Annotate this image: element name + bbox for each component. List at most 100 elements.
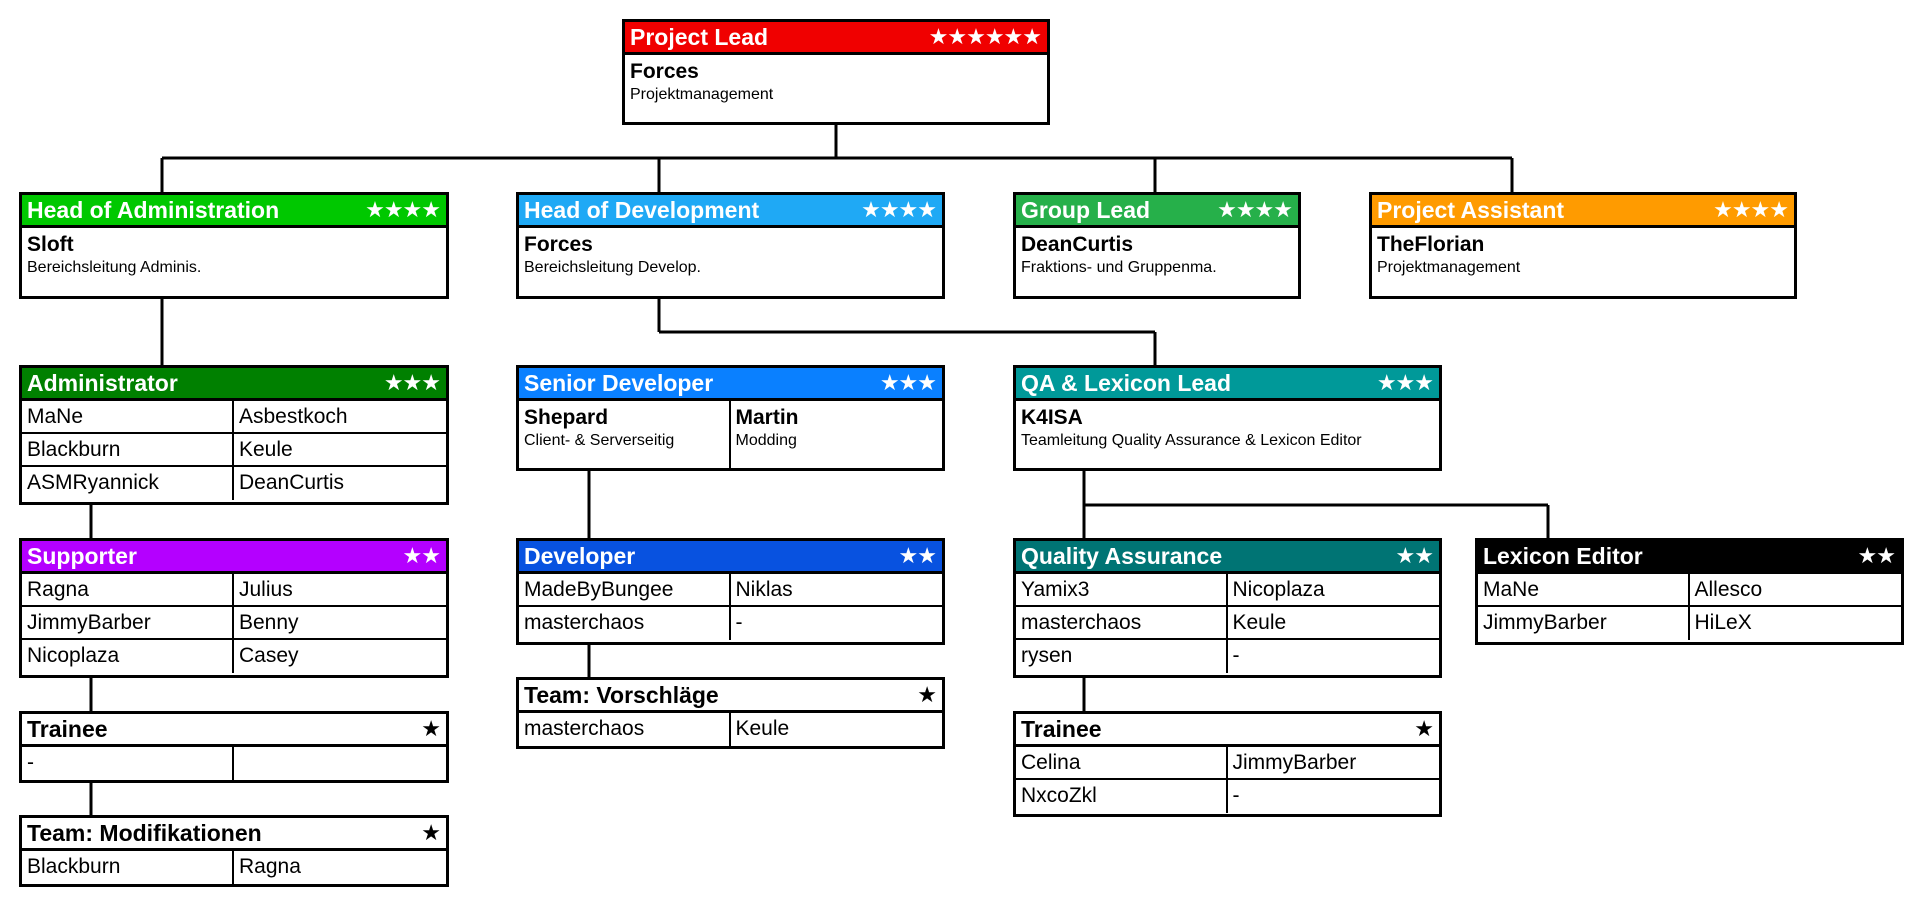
trainee-admin-box: Trainee ★ -	[19, 711, 449, 783]
member-cell	[234, 747, 446, 780]
rank-stars-icon: ★★	[1857, 543, 1896, 568]
developer-header: Developer ★★	[519, 541, 942, 574]
trainee-admin-title: Trainee	[27, 715, 108, 742]
project-lead-header: Project Lead ★★★★★★	[625, 22, 1047, 55]
leader-grid: Shepard Client- & Serverseitig Martin Mo…	[519, 401, 942, 468]
leader-name: Martin	[735, 406, 799, 429]
member-cell: Nicoplaza	[1227, 574, 1439, 607]
member-grid: Ragna Julius JimmyBarber Benny Nicoplaza…	[22, 574, 446, 673]
member-cell: masterchaos	[519, 607, 731, 640]
leader-name: DeanCurtis	[1021, 233, 1134, 256]
rank-stars-icon: ★★★	[879, 370, 937, 395]
group-lead-header: Group Lead ★★★★	[1016, 195, 1298, 228]
supporter-box: Supporter ★★ Ragna Julius JimmyBarber Be…	[19, 538, 449, 678]
member-grid: MaNe Asbestkoch Blackburn Keule ASMRyann…	[22, 401, 446, 500]
developer-box: Developer ★★ MadeByBungee Niklas masterc…	[516, 538, 945, 645]
member-cell: Julius	[234, 574, 446, 607]
rank-stars-icon: ★★	[898, 543, 937, 568]
head-of-development-title: Head of Development	[524, 196, 760, 223]
member-cell: HiLeX	[1694, 611, 1752, 634]
member-cell: -	[735, 611, 743, 634]
member-cell: Yamix3	[1016, 574, 1228, 607]
rank-stars-icon: ★	[421, 716, 441, 741]
leader-description: Client- & Serverseitig	[524, 432, 675, 449]
member-cell: Blackburn	[22, 851, 234, 884]
member-grid: -	[22, 747, 446, 780]
member-cell: MaNe	[1478, 574, 1690, 607]
supporter-title: Supporter	[27, 542, 137, 569]
administrator-title: Administrator	[27, 369, 178, 396]
senior-developer-box: Senior Developer ★★★ Shepard Client- & S…	[516, 365, 945, 471]
project-lead-box: Project Lead ★★★★★★ Forces Projektmanage…	[622, 19, 1050, 125]
member-cell: JimmyBarber	[1478, 607, 1690, 640]
rank-stars-icon: ★★	[1395, 543, 1434, 568]
rank-stars-icon: ★	[421, 820, 441, 845]
team-vorschlaege-header: Team: Vorschläge ★	[519, 680, 942, 713]
trainee-admin-header: Trainee ★	[22, 714, 446, 747]
quality-assurance-header: Quality Assurance ★★	[1016, 541, 1439, 574]
qa-lexicon-lead-header: QA & Lexicon Lead ★★★	[1016, 368, 1439, 401]
head-of-administration-header: Head of Administration ★★★★	[22, 195, 446, 228]
leader-name: Forces	[630, 60, 699, 83]
senior-developer-header: Senior Developer ★★★	[519, 368, 942, 401]
administrator-header: Administrator ★★★	[22, 368, 446, 401]
member-cell: -	[22, 747, 234, 780]
rank-stars-icon: ★★★★★★	[928, 24, 1042, 49]
project-lead-title: Project Lead	[630, 23, 769, 50]
trainee-qa-header: Trainee ★	[1016, 714, 1439, 747]
rank-stars-icon: ★★★	[1376, 370, 1434, 395]
quality-assurance-title: Quality Assurance	[1021, 542, 1223, 569]
member-cell: Ragna	[22, 574, 234, 607]
head-of-administration-box: Head of Administration ★★★★ Sloft Bereic…	[19, 192, 449, 299]
rank-stars-icon: ★★★★	[1217, 197, 1293, 222]
member-cell: Blackburn	[22, 434, 234, 467]
member-grid: Yamix3 Nicoplaza masterchaos Keule rysen…	[1016, 574, 1439, 673]
leader-description: Bereichsleitung Develop.	[524, 259, 701, 276]
lexicon-editor-box: Lexicon Editor ★★ MaNe Allesco JimmyBarb…	[1475, 538, 1904, 645]
qa-lexicon-lead-title: QA & Lexicon Lead	[1021, 369, 1232, 396]
member-cell: Benny	[234, 607, 446, 640]
group-lead-title: Group Lead	[1021, 196, 1151, 223]
team-modifikationen-title: Team: Modifikationen	[27, 819, 262, 846]
member-grid: Celina JimmyBarber NxcoZkl -	[1016, 747, 1439, 813]
member-grid: MaNe Allesco JimmyBarber HiLeX	[1478, 574, 1901, 640]
project-assistant-header: Project Assistant ★★★★	[1372, 195, 1794, 228]
member-cell: JimmyBarber	[22, 607, 234, 640]
qa-lexicon-lead-box: QA & Lexicon Lead ★★★ K4ISA Teamleitung …	[1013, 365, 1442, 471]
head-of-development-box: Head of Development ★★★★ Forces Bereichs…	[516, 192, 945, 299]
head-of-administration-title: Head of Administration	[27, 196, 280, 223]
leader-name: K4ISA	[1021, 406, 1083, 429]
member-grid: masterchaos Keule	[519, 713, 942, 746]
member-cell: Niklas	[730, 574, 942, 607]
group-lead-box: Group Lead ★★★★ DeanCurtis Fraktions- un…	[1013, 192, 1301, 299]
leader-description: Projektmanagement	[630, 86, 774, 103]
member-cell: Allesco	[1689, 574, 1901, 607]
member-cell: ASMRyannick	[22, 467, 234, 500]
leader-description: Modding	[735, 432, 797, 449]
rank-stars-icon: ★	[1414, 716, 1434, 741]
leader-name: Sloft	[27, 233, 74, 256]
member-cell: Ragna	[239, 855, 301, 878]
trainee-qa-box: Trainee ★ Celina JimmyBarber NxcoZkl -	[1013, 711, 1442, 817]
team-vorschlaege-box: Team: Vorschläge ★ masterchaos Keule	[516, 677, 945, 749]
rank-stars-icon: ★★	[402, 543, 441, 568]
member-cell: JimmyBarber	[1227, 747, 1439, 780]
rank-stars-icon: ★	[917, 682, 937, 707]
lexicon-editor-title: Lexicon Editor	[1483, 542, 1643, 569]
leader-name: TheFlorian	[1377, 233, 1485, 256]
leader-name: Shepard	[524, 406, 609, 429]
member-cell: MadeByBungee	[519, 574, 731, 607]
member-grid: MadeByBungee Niklas masterchaos -	[519, 574, 942, 640]
member-cell: rysen	[1016, 640, 1228, 673]
senior-developer-title: Senior Developer	[524, 369, 714, 396]
developer-title: Developer	[524, 542, 636, 569]
member-cell: Keule	[735, 717, 790, 740]
team-vorschlaege-title: Team: Vorschläge	[524, 681, 719, 708]
member-cell: Keule	[234, 434, 446, 467]
rank-stars-icon: ★★★★	[1713, 197, 1789, 222]
head-of-development-header: Head of Development ★★★★	[519, 195, 942, 228]
member-cell: -	[1232, 784, 1240, 807]
member-cell: masterchaos	[1016, 607, 1228, 640]
supporter-header: Supporter ★★	[22, 541, 446, 574]
